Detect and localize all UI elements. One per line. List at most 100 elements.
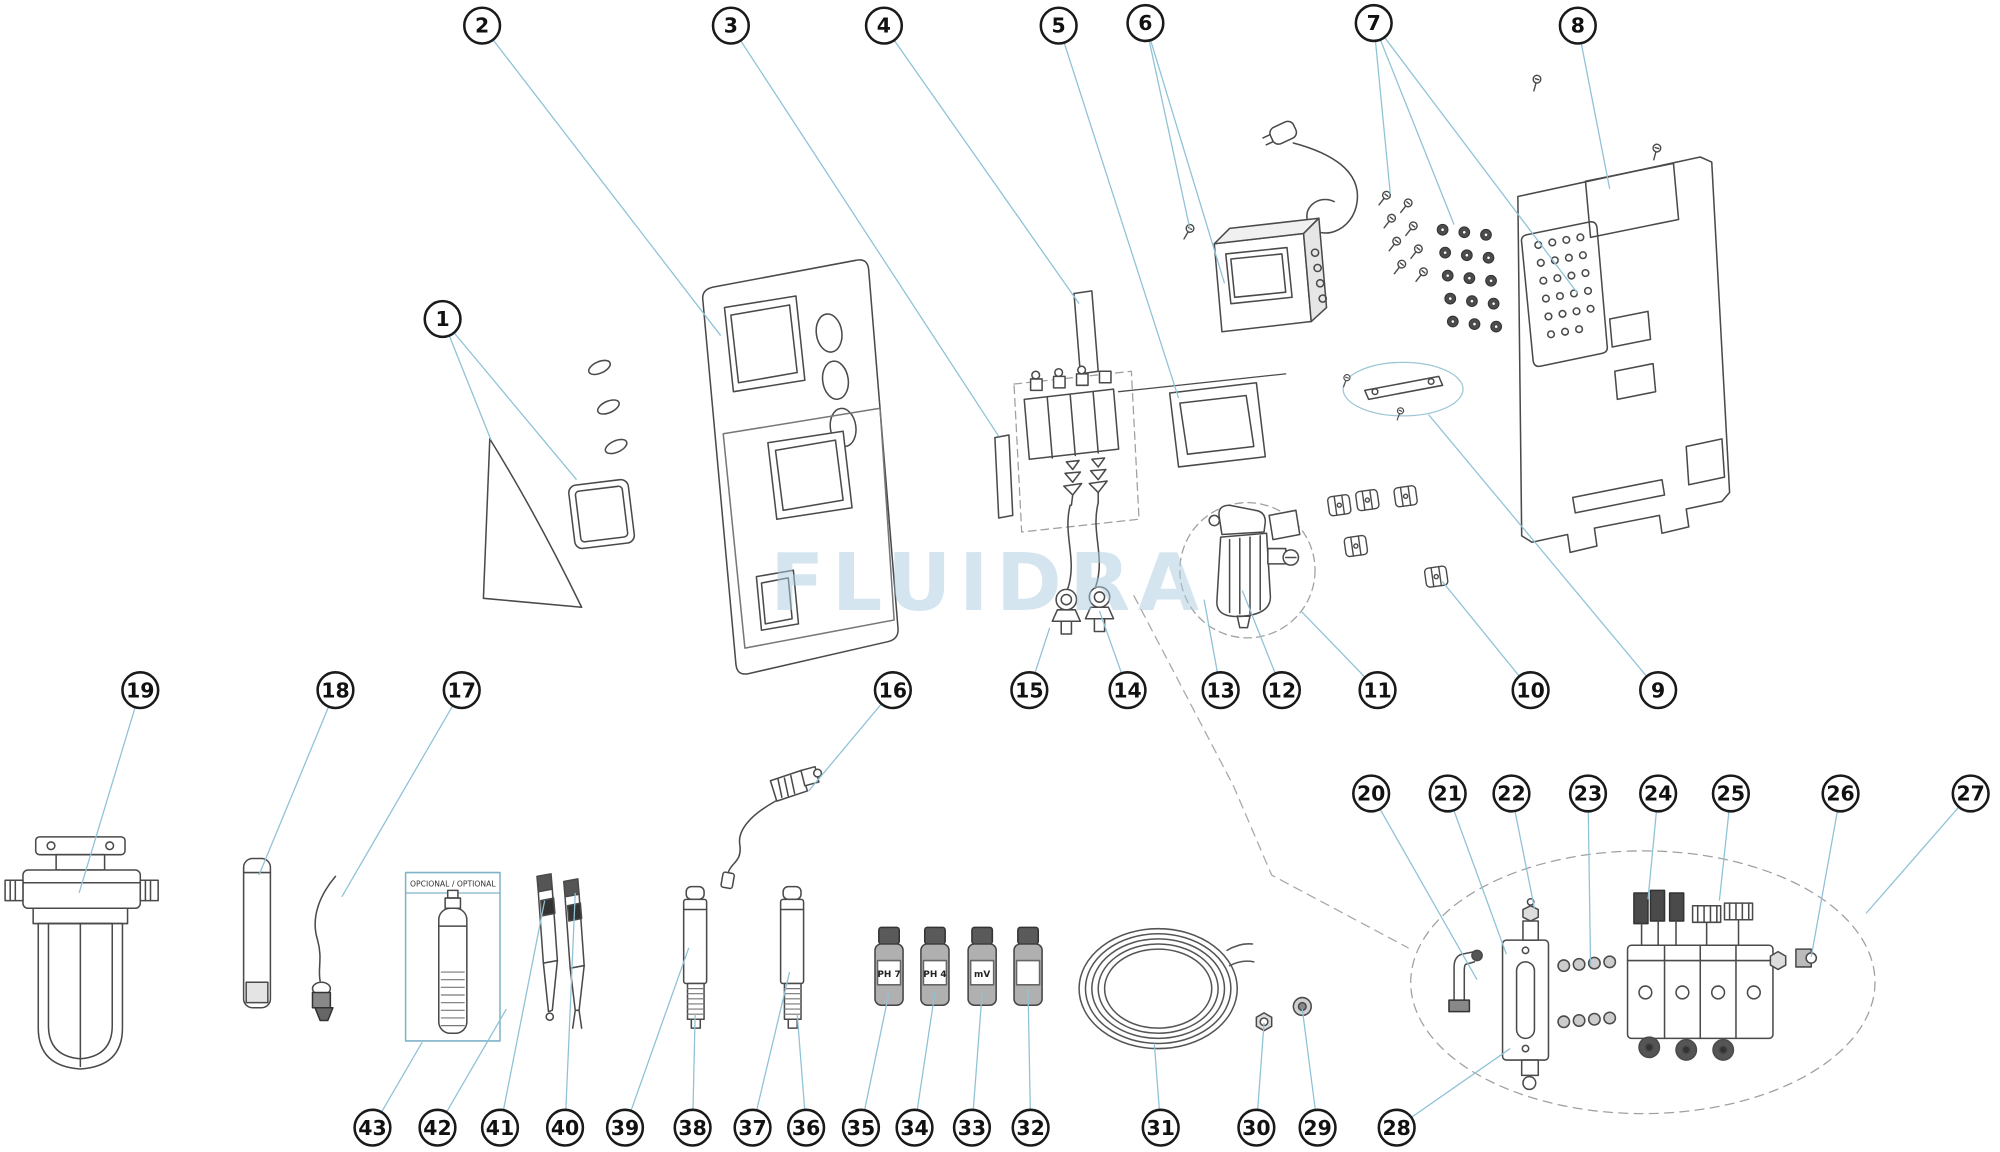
- part-19-filter-housing: [4, 836, 159, 1070]
- callout-number-38: 38: [678, 1116, 706, 1140]
- part-43-optional-probe: OPCIONAL / OPTIONAL: [404, 871, 501, 1042]
- callout-35: 35: [841, 1108, 881, 1147]
- callout-number-17: 17: [448, 678, 476, 702]
- leader-line-18-0: [258, 689, 337, 876]
- callout-number-11: 11: [1363, 678, 1391, 702]
- callout-number-31: 31: [1147, 1116, 1175, 1140]
- leader-line-10-0: [1442, 581, 1532, 691]
- leader-line-9-0: [1428, 414, 1659, 691]
- callout-number-2: 2: [475, 14, 489, 38]
- leader-line-33-0: [971, 992, 983, 1128]
- annotation-dashed-link: [1133, 595, 1409, 949]
- callout-17: 17: [442, 671, 481, 710]
- callout-number-34: 34: [900, 1116, 928, 1140]
- leader-line-17-0: [341, 689, 463, 898]
- part-8-back-plate: [1517, 73, 1731, 554]
- callout-26: 26: [1821, 774, 1860, 813]
- callout-number-7: 7: [1367, 11, 1381, 35]
- callout-31: 31: [1141, 1108, 1180, 1147]
- callout-number-8: 8: [1571, 14, 1585, 38]
- callout-number-9: 9: [1651, 678, 1665, 702]
- part-31-tubing-coil: [1078, 927, 1255, 1050]
- bottle-ph4: PH 4: [920, 926, 950, 1006]
- callout-number-16: 16: [879, 678, 907, 702]
- bottle-ph7-label: PH 7: [877, 970, 900, 980]
- callout-28: 28: [1377, 1108, 1416, 1147]
- callout-number-42: 42: [423, 1116, 451, 1140]
- callout-number-21: 21: [1434, 782, 1462, 806]
- callout-43: 43: [353, 1108, 392, 1147]
- callout-number-36: 36: [792, 1116, 820, 1140]
- callout-number-1: 1: [436, 307, 450, 331]
- callout-1: 1: [423, 299, 462, 339]
- callout-number-32: 32: [1016, 1116, 1044, 1140]
- leader-line-3-0: [730, 25, 1000, 437]
- leader-line-20-0: [1370, 793, 1478, 981]
- part-38-39-electrode: [682, 885, 708, 1029]
- leader-line-32-0: [1027, 989, 1032, 1128]
- part-6-controller-assembly: [1179, 120, 1359, 333]
- part-36-37-electrode: [779, 885, 805, 1029]
- leader-line-40-0: [564, 892, 576, 1128]
- callout-7: 7: [1354, 3, 1393, 43]
- callout-number-10: 10: [1516, 678, 1544, 702]
- callout-11: 11: [1358, 671, 1397, 710]
- callout-21: 21: [1428, 774, 1467, 813]
- leader-line-29-0: [1301, 1008, 1319, 1128]
- leader-line-7-2: [1373, 22, 1579, 294]
- part-9-bracket: [1340, 361, 1464, 422]
- callout-42: 42: [418, 1108, 457, 1147]
- leader-line-28-0: [1396, 1048, 1511, 1129]
- leader-line-4-0: [883, 25, 1080, 305]
- callout-27: 27: [1951, 774, 1990, 813]
- callout-14: 14: [1108, 671, 1147, 710]
- callout-number-43: 43: [358, 1116, 386, 1140]
- callout-number-15: 15: [1015, 678, 1043, 702]
- part-32-35-calibration-bottles: PH 7 PH 4 mV: [874, 926, 1043, 1006]
- callout-30: 30: [1237, 1108, 1276, 1147]
- callout-number-3: 3: [724, 14, 738, 38]
- leader-line-1-0: [442, 318, 492, 441]
- callout-number-27: 27: [1956, 782, 1984, 806]
- leader-line-5-0: [1058, 25, 1180, 399]
- callout-number-40: 40: [551, 1116, 579, 1140]
- leader-line-35-0: [860, 992, 890, 1128]
- part-20-27-injection-assembly: [1410, 850, 1876, 1115]
- callout-9: 9: [1639, 671, 1678, 710]
- callout-18: 18: [316, 671, 355, 710]
- bottle-ph4-label: PH 4: [923, 970, 946, 980]
- leader-line-26-0: [1810, 793, 1842, 957]
- bottle-ph7: PH 7: [874, 926, 904, 1006]
- optional-box-label: OPCIONAL / OPTIONAL: [410, 880, 496, 889]
- callout-41: 41: [480, 1108, 520, 1147]
- bottle-mv: mV: [967, 926, 997, 1006]
- callout-number-33: 33: [958, 1116, 986, 1140]
- callout-4: 4: [864, 6, 904, 45]
- leader-line-6-0: [1144, 22, 1191, 230]
- leader-line-27-0: [1865, 793, 1972, 914]
- part-17-cable: [311, 875, 337, 1022]
- part-16-cable: [720, 765, 823, 890]
- leader-line-7-1: [1373, 22, 1455, 225]
- callout-number-22: 22: [1497, 782, 1525, 806]
- leader-line-2-0: [481, 25, 722, 336]
- bottle-blank: [1013, 926, 1043, 1006]
- callout-5: 5: [1039, 6, 1078, 45]
- leader-line-1-1: [442, 318, 578, 481]
- callout-number-4: 4: [877, 14, 891, 38]
- callout-22: 22: [1492, 774, 1531, 813]
- callout-number-28: 28: [1382, 1116, 1410, 1140]
- callout-2: 2: [463, 6, 502, 45]
- leader-line-22-0: [1510, 793, 1536, 909]
- callout-16: 16: [873, 671, 912, 710]
- callout-8: 8: [1558, 6, 1597, 45]
- leader-line-42-0: [436, 1008, 507, 1128]
- callout-34: 34: [895, 1108, 934, 1147]
- leader-line-21-0: [1447, 793, 1507, 955]
- callout-number-29: 29: [1303, 1116, 1331, 1140]
- part-7-screws: [1375, 189, 1503, 333]
- callout-number-26: 26: [1826, 782, 1854, 806]
- callout-37: 37: [733, 1108, 772, 1147]
- callout-number-18: 18: [321, 678, 349, 702]
